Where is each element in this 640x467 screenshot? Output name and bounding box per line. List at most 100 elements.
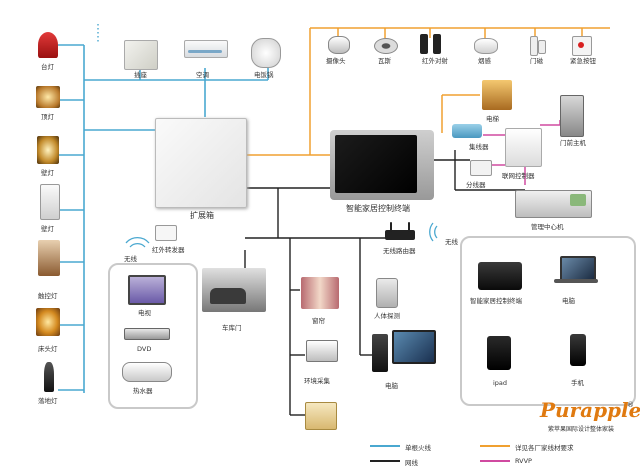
ir-device-label: DVD <box>137 345 152 353</box>
tv-device <box>128 275 166 305</box>
intercom-controller <box>505 128 542 167</box>
lamp-label: 壁灯 <box>41 169 54 177</box>
sensor-label: 烟感 <box>478 57 491 65</box>
elevator <box>482 80 512 110</box>
brand-registered: ® <box>627 401 634 409</box>
middle-label: 人体探测 <box>374 312 400 320</box>
right-label: 管理中心机 <box>531 223 564 231</box>
ipad <box>487 336 511 370</box>
lamp-desk <box>38 32 58 58</box>
expansion-label: 扩展箱 <box>190 211 214 220</box>
router-label: 无线路由器 <box>383 247 416 255</box>
heater-device <box>122 362 172 382</box>
lamp-label: 触控灯 <box>38 292 58 300</box>
legend-swatch-fire <box>370 445 400 447</box>
socket-device <box>124 40 158 70</box>
wireless-arcs <box>125 222 438 248</box>
sensor-label: 紧急按钮 <box>570 57 596 65</box>
vendor-wire <box>245 27 610 156</box>
router <box>385 230 415 240</box>
motion-sensor <box>376 278 398 308</box>
door-magnet <box>538 40 546 54</box>
splitter <box>470 160 492 176</box>
sensor-label: 摄像头 <box>326 57 346 65</box>
ir-beam-right <box>433 34 441 54</box>
wireless-label: 无线 <box>124 255 137 263</box>
legend-label: RVVP <box>515 457 532 465</box>
client-label: 电脑 <box>562 297 575 305</box>
lamp-label: 台灯 <box>41 63 54 71</box>
ir-transmitter <box>155 225 177 241</box>
device-label: 电饭锅 <box>254 71 274 79</box>
management-screen <box>570 194 586 206</box>
laptop-base <box>554 279 598 283</box>
lamp-label: 床头灯 <box>38 345 58 353</box>
middle-label: 电脑 <box>385 382 398 390</box>
client-label: 智能家居控制终端 <box>470 297 522 305</box>
client-label: 手机 <box>571 379 584 387</box>
phone <box>570 334 586 366</box>
door-sensor <box>530 36 538 56</box>
right-label: 电梯 <box>486 115 499 123</box>
ir-device-label: 热水器 <box>133 387 153 395</box>
lamp-table <box>38 240 60 276</box>
router-antenna <box>390 222 392 232</box>
concentrator <box>452 124 482 138</box>
lamp-label: 壁灯 <box>41 225 54 233</box>
legend-label: 详见各厂家线材要求 <box>515 444 574 452</box>
gas-sensor <box>374 38 398 54</box>
ac-device <box>184 40 228 58</box>
right-label: 联网控制器 <box>502 172 535 180</box>
lamp-label: 顶灯 <box>41 113 54 121</box>
terminal-screen <box>335 135 417 193</box>
ir-transmitter-label: 红外转发器 <box>152 246 185 254</box>
legend-swatch-net <box>370 460 400 462</box>
legend-label: 网线 <box>405 459 418 467</box>
expansion-box <box>155 118 247 208</box>
ir-beam-left <box>420 34 428 54</box>
sos-red-dot <box>578 42 584 48</box>
pc-tower <box>372 334 388 372</box>
right-label: 分线器 <box>466 181 486 189</box>
fire-wire <box>58 44 269 393</box>
client-label: ipad <box>493 379 508 387</box>
device-label: 空调 <box>196 71 209 79</box>
router-wireless-label: 无线 <box>445 238 458 246</box>
sensor-label: 门磁 <box>530 57 543 65</box>
smoke-sensor <box>474 38 498 54</box>
lamp-wall-1 <box>37 136 59 164</box>
ir-device-label: 电视 <box>138 309 151 317</box>
env-collector <box>306 340 338 362</box>
sensor-label: 瓦斯 <box>378 57 391 65</box>
brand-tagline: 紫苹果国际设计整体家装 <box>548 426 615 433</box>
sensor-label: 红外对射 <box>422 57 448 65</box>
lamp-label: 落地灯 <box>38 397 58 405</box>
garage-car <box>210 288 246 304</box>
door-host <box>560 95 584 137</box>
network-wire <box>244 150 525 416</box>
legend-label: 单根火线 <box>405 444 431 452</box>
middle-label: 车库门 <box>222 324 242 332</box>
legend-swatch-rvvp <box>480 460 510 462</box>
right-label: 集线器 <box>469 143 489 151</box>
pc-monitor <box>392 330 436 364</box>
middle-label: 环境采集 <box>304 377 330 385</box>
camera-sensor <box>328 36 350 54</box>
lamp-wall-2 <box>40 184 60 220</box>
ac-vent <box>188 50 222 53</box>
middle-label: 窗帘 <box>312 317 325 325</box>
lamp-ceiling <box>36 86 60 108</box>
device-label: 插座 <box>134 71 147 79</box>
terminal-label: 智能家居控制终端 <box>346 204 410 213</box>
brand-logo: Purapple <box>540 398 640 422</box>
legend-swatch-vendor <box>480 445 510 447</box>
dvd-device <box>124 328 170 340</box>
laptop <box>560 256 596 282</box>
cooker-device <box>251 38 281 68</box>
switch-panel <box>305 402 337 430</box>
curtain <box>301 277 339 309</box>
router-antenna <box>408 222 410 232</box>
lamp-floor <box>44 362 54 392</box>
